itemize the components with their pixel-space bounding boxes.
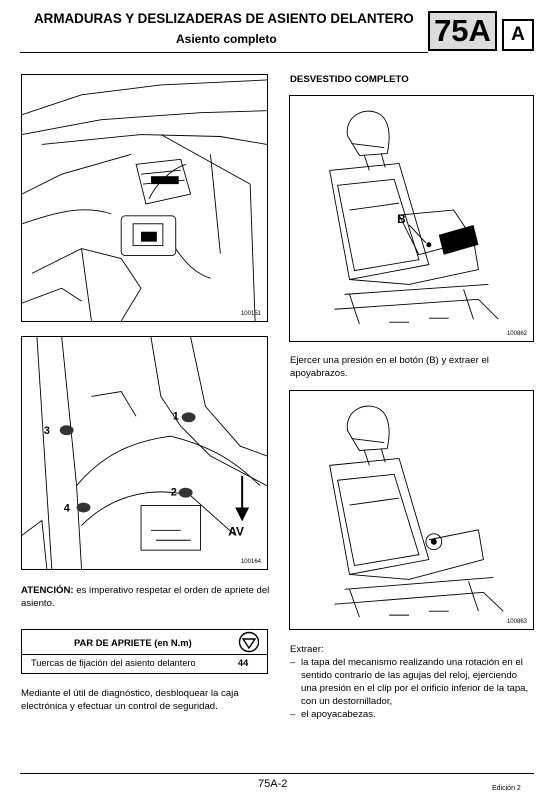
torque-table-header: PAR DE APRIETE (en N.m): [22, 630, 267, 655]
section-code-box: 75A: [428, 11, 497, 51]
section-letter-box: A: [502, 19, 534, 51]
extract-instructions: Extraer: la tapa del mecanismo realizand…: [290, 643, 532, 721]
forward-direction-label: AV: [228, 524, 244, 538]
seat-mechanism-illustration: [329, 405, 504, 618]
figure-number: 100151: [240, 311, 261, 317]
torque-table-title: PAR DE APRIETE (en N.m): [74, 637, 192, 648]
torque-table: PAR DE APRIETE (en N.m) Tuercas de fijac…: [21, 629, 268, 674]
extract-label: Extraer:: [290, 644, 324, 655]
seat-connector-illustration: [22, 79, 267, 321]
edition-label: Edición 2: [492, 785, 521, 792]
page-number: 75A-2: [258, 778, 288, 790]
figure-fixing-bolts: 1 2 3 4 AV 100164: [21, 336, 268, 570]
button-b-label: B: [397, 212, 406, 226]
attention-note: ATENCIÓN: es imperativo respetar el orde…: [21, 584, 271, 610]
torque-row-label: Tuercas de fijación del asiento delanter…: [31, 658, 196, 668]
seat-armrest-illustration: B: [329, 110, 499, 325]
footer-rule: [20, 773, 534, 774]
torque-row-value: 44: [238, 658, 249, 668]
list-item: el apoyacabezas.: [290, 708, 532, 721]
figure-number: 100862: [506, 331, 527, 337]
bolt-label-3: 3: [44, 425, 50, 437]
fixing-bolts-illustration: 1 2 3 4 AV: [22, 337, 267, 569]
attention-label: ATENCIÓN:: [21, 585, 74, 596]
figure-seat-armrest: B 100862: [289, 95, 534, 342]
bolt-label-2: 2: [171, 487, 177, 499]
forward-arrow-icon: [235, 475, 250, 522]
torque-wrench-icon: [238, 631, 260, 653]
bolt-label-1: 1: [173, 410, 179, 422]
armrest-instruction: Ejercer una presión en el botón (B) y ex…: [290, 355, 489, 379]
diagnostic-note: Mediante el útil de diagnóstico, desbloq…: [21, 688, 239, 712]
extract-list: la tapa del mecanismo realizando una rot…: [290, 656, 532, 721]
torque-table-row: Tuercas de fijación del asiento delanter…: [22, 655, 267, 673]
attention-text: es imperativo respetar el orden de aprie…: [21, 585, 270, 609]
page-subtitle: Asiento completo: [176, 32, 277, 46]
page-title: ARMADURAS Y DESLIZADERAS DE ASIENTO DELA…: [34, 11, 414, 26]
figure-number: 100164: [240, 559, 261, 565]
bolt-label-4: 4: [64, 502, 70, 514]
figure-number: 100863: [506, 619, 527, 625]
header-rule: [20, 52, 428, 53]
figure-seat-connector: 100151: [21, 74, 268, 322]
section-heading: DESVESTIDO COMPLETO: [290, 74, 409, 85]
list-item: la tapa del mecanismo realizando una rot…: [290, 656, 532, 708]
figure-seat-mechanism: 100863: [289, 390, 534, 630]
